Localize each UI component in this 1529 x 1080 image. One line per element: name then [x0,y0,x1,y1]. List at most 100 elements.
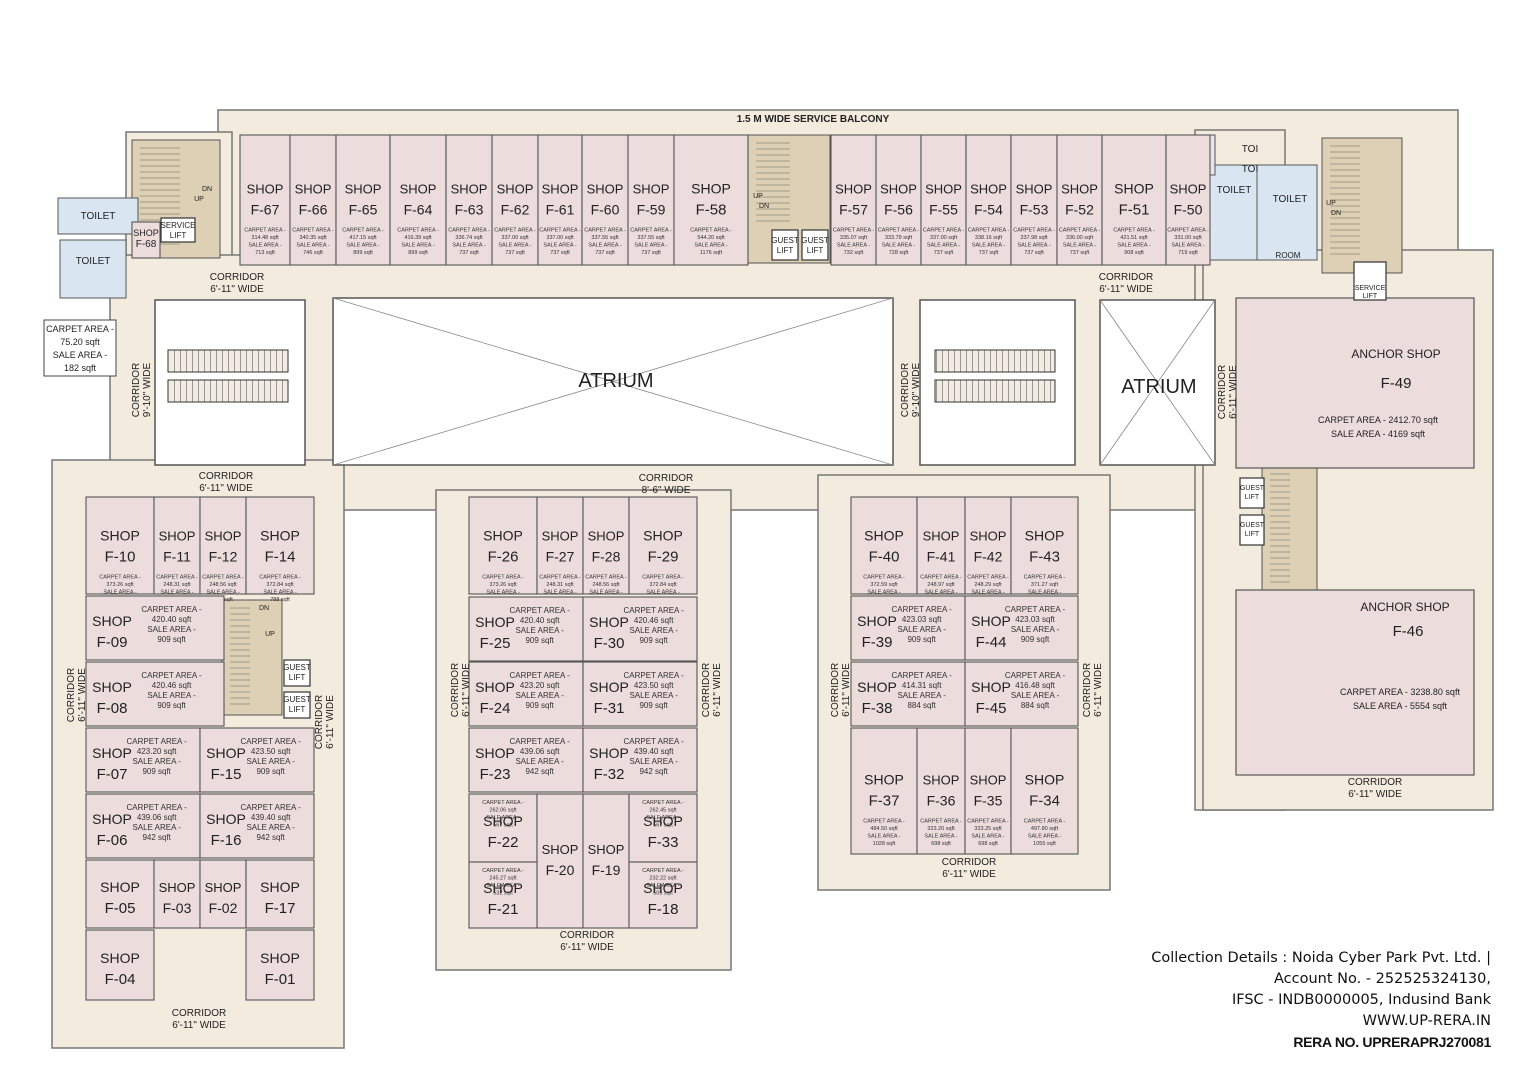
carpet-area-value: 423.50 sqft [634,681,674,690]
sale-area-label: SALE AREA - [927,243,960,249]
shop-area [964,661,1079,727]
sale-area-label: SALE AREA - [486,815,519,821]
shop-area [85,595,225,661]
shop-area [581,134,629,266]
corridor-width: 6'-11" WIDE [942,869,996,880]
rera-website: WWW.UP-RERA.IN [1362,1013,1491,1029]
shop-label: SHOP [400,182,437,197]
shop-area [850,661,966,727]
sale-area-label: SALE AREA - [206,590,239,596]
sale-area-label: SALE AREA - [867,834,900,840]
shop-label: SHOP [970,773,1007,788]
sale-area-label: SALE AREA - [1171,243,1204,249]
sale-area-value: 737 sqft [641,250,661,256]
dn-label: DN [202,186,212,193]
shop-id: F-40 [869,549,900,566]
anchor-shop-f49[interactable] [1235,297,1475,469]
sale-area-value: 698 sqft [931,841,951,847]
shop-label: SHOP [92,613,132,629]
dn-label: DN [259,605,269,612]
sale-area-label: SALE AREA - [486,883,519,889]
anchor-shop-f46[interactable] [1235,589,1475,776]
sale-area-value: 505 sqft [653,891,673,897]
shop-area [582,596,698,662]
shop-id: F-33 [648,834,679,851]
sale-area-value: 737 sqft [979,250,999,256]
carpet-area-value: 423.20 sqft [137,747,177,756]
shop-label: SHOP [260,950,300,966]
sale-area-value: 884 sqft [1021,701,1050,710]
guest-lift-label: GUEST [1240,485,1265,492]
shop-label: SHOP [923,773,960,788]
shop-area [1165,134,1211,266]
shop-area [536,496,584,595]
sale-area-label: SALE AREA - [646,815,679,821]
shop-area [289,134,337,266]
shop-area [468,596,584,662]
